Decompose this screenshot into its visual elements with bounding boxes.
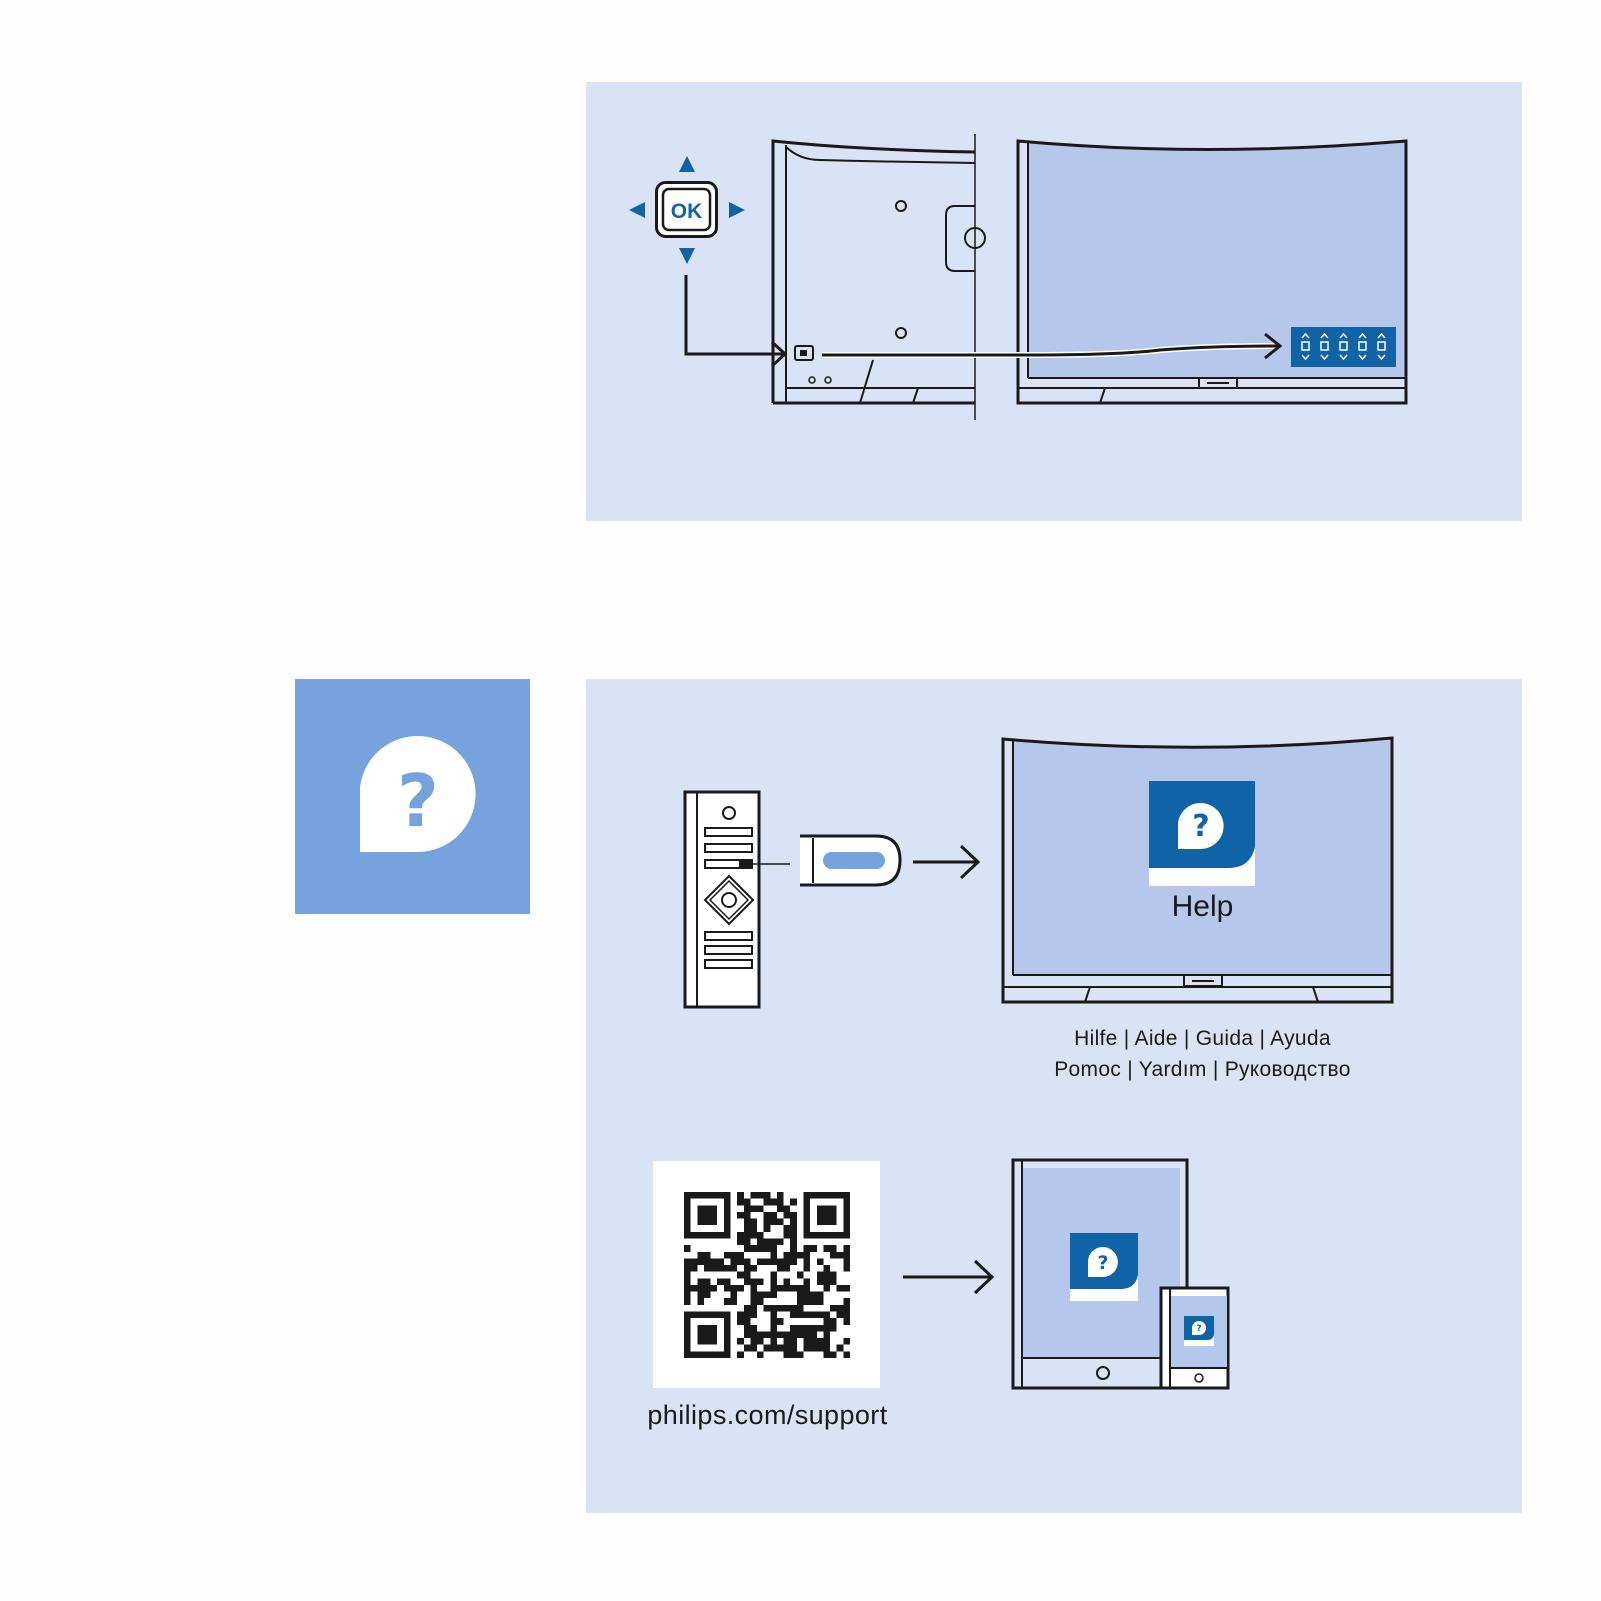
phone-device — [1159, 1286, 1230, 1390]
help-bubble-glyph: ? — [397, 759, 439, 843]
svg-text:?: ? — [1097, 1252, 1108, 1274]
tablet-help-icon: ? — [1070, 1233, 1138, 1301]
arrow-up-icon — [679, 156, 695, 172]
svg-text:?: ? — [1196, 1324, 1201, 1334]
direction-pad — [629, 156, 745, 264]
phone-help-icon: ? — [1184, 1316, 1214, 1346]
remote-control — [683, 790, 761, 1009]
press-arrow — [684, 275, 788, 368]
arrow-down-icon — [679, 248, 695, 264]
remote-help-key — [739, 860, 752, 868]
ok-button-label: OK — [671, 200, 703, 223]
arrow-right-icon — [729, 202, 745, 218]
help-translations-line-2: Pomoc | Yardım | Руководство — [1054, 1058, 1351, 1081]
tv-onscreen-control-bar — [1291, 327, 1396, 367]
help-translations-line-1: Hilfe | Aide | Guida | Ayuda — [1074, 1027, 1331, 1050]
arrow-icon — [913, 844, 981, 880]
tv-help-label: Help — [1171, 890, 1234, 923]
help-section-tile: ? — [295, 679, 530, 914]
ok-button-icon: OK — [655, 181, 718, 238]
arrow-left-icon — [629, 202, 645, 218]
qr-code — [684, 1192, 850, 1358]
arrow-icon — [903, 1259, 995, 1295]
help-app-icon: ? — [1149, 781, 1255, 886]
tv-back-view — [771, 139, 986, 405]
ok-button: OK — [655, 181, 718, 238]
support-url: philips.com/support — [647, 1400, 888, 1430]
joystick-button-icon — [800, 350, 807, 356]
help-bubble-icon: ? — [360, 736, 476, 852]
help-key-zoom — [800, 834, 902, 887]
tv-front-view — [1016, 139, 1408, 405]
qr-code-card — [653, 1161, 880, 1388]
svg-text:?: ? — [1192, 809, 1209, 844]
result-arrow — [822, 332, 1283, 360]
